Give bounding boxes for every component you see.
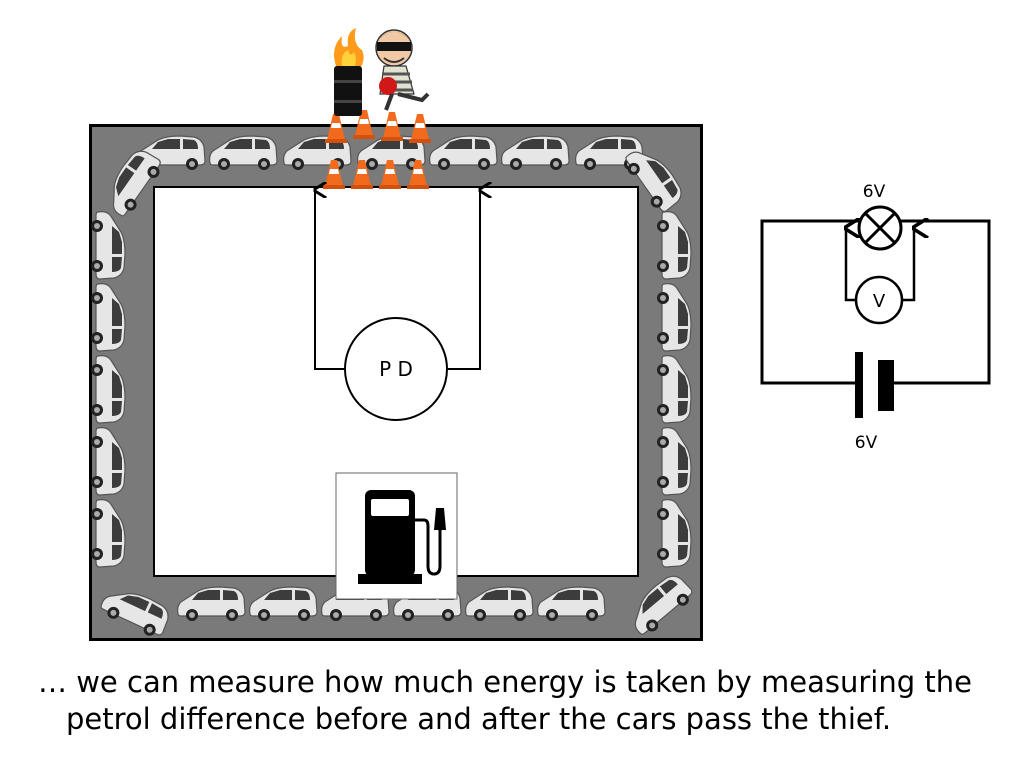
battery-icon bbox=[855, 352, 894, 418]
voltmeter-wire-left bbox=[846, 228, 856, 302]
voltmeter-icon bbox=[854, 275, 904, 325]
pd-meter-circuit: P D bbox=[315, 190, 480, 421]
voltmeter-wire-right bbox=[903, 228, 914, 302]
caption-line-2: petrol difference before and after the c… bbox=[66, 702, 892, 736]
pd-wire-right bbox=[448, 190, 480, 370]
voltmeter-label: V bbox=[873, 291, 886, 312]
series-circuit: 6V V 6V bbox=[760, 182, 991, 453]
pd-meter bbox=[344, 317, 448, 421]
pd-wire-left bbox=[315, 190, 346, 370]
battery-voltage-label: 6V bbox=[855, 433, 878, 453]
lamp-icon bbox=[857, 205, 903, 251]
caption-line-1: … we can measure how much energy is take… bbox=[38, 665, 972, 699]
lamp-voltage-label: 6V bbox=[863, 182, 886, 202]
thief-icon bbox=[375, 29, 430, 111]
pd-meter-label: P D bbox=[379, 357, 413, 381]
circuit-wire-loop bbox=[760, 219, 991, 385]
petrol-pump-icon bbox=[335, 472, 458, 600]
burning-barrel-icon bbox=[334, 28, 364, 116]
